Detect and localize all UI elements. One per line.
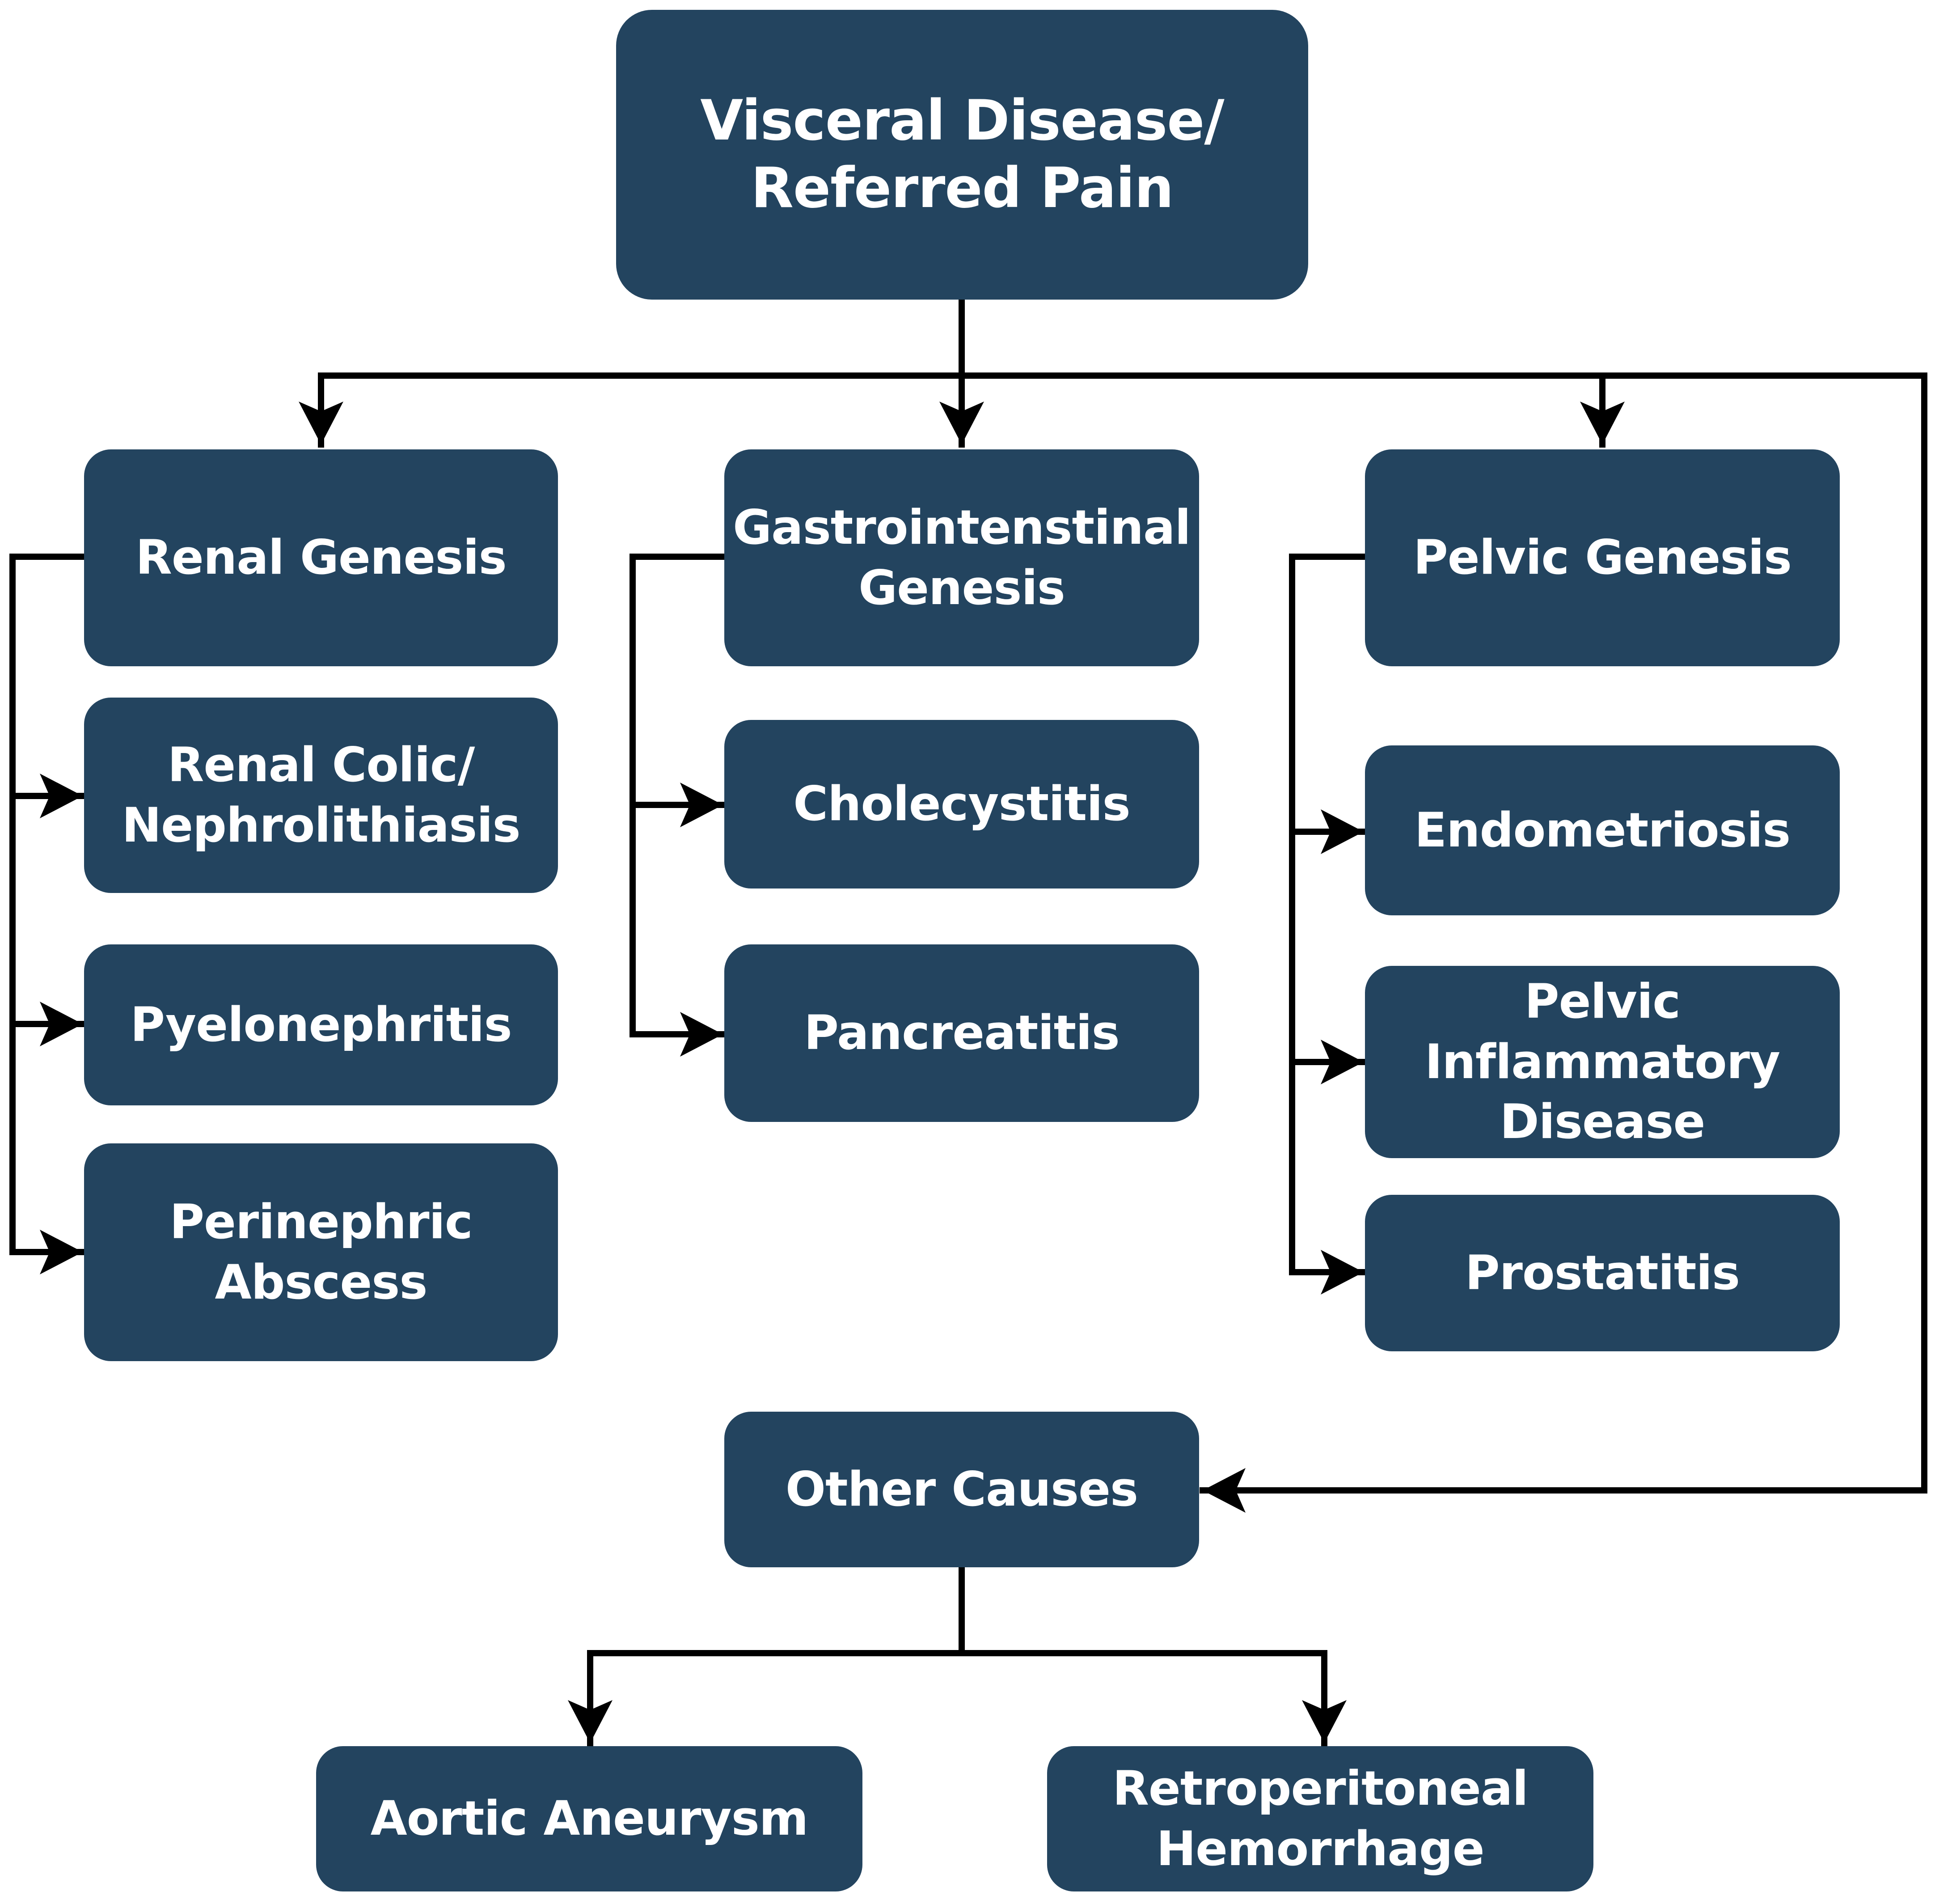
retroperitoneal-hemorrhage-node: Retroperitoneal Hemorrhage [1047,1746,1593,1891]
prostatitis-node: Prostatitis [1365,1195,1840,1351]
pancreatitis-node: Pancreatitis [724,944,1199,1122]
pelvic-genesis-label: Pelvic Genesis [1413,530,1792,585]
other-causes-node: Other Causes [724,1412,1199,1567]
gastrointestinal-genesis-label: Gastrointenstinal Genesis [733,499,1191,615]
connector-to-other [1200,372,1927,1513]
perinephric-abscess-label: Perinephric Abscess [169,1194,473,1310]
connector-pelvic-spine [1289,554,1368,1275]
pyelonephritis-node: Pyelonephritis [84,944,558,1105]
prostatitis-label: Prostatitis [1465,1245,1740,1300]
renal-genesis-node: Renal Genesis [84,449,558,666]
connector-gastro-spine [630,554,727,1037]
endometriosis-node: Endometriosis [1365,745,1840,915]
pelvic-inflammatory-disease-label: Pelvic Inflammatory Disease [1424,974,1780,1150]
pelvic-inflammatory-disease-node: Pelvic Inflammatory Disease [1365,966,1840,1158]
root-node-label: Visceral Disease/ Referred Pain [700,88,1224,220]
aortic-aneurysm-node: Aortic Aneurysm [316,1746,862,1891]
other-causes-label: Other Causes [785,1461,1138,1517]
perinephric-abscess-node: Perinephric Abscess [84,1143,558,1361]
renal-colic-label: Renal Colic/ Nephrolithiasis [122,737,520,853]
connector-renal-spine [9,554,87,1255]
retroperitoneal-hemorrhage-label: Retroperitoneal Hemorrhage [1112,1760,1528,1876]
cholecystitis-node: Cholecystitis [724,720,1199,889]
renal-genesis-label: Renal Genesis [135,530,507,585]
root-node-visceral-disease: Visceral Disease/ Referred Pain [616,10,1308,300]
endometriosis-label: Endometriosis [1414,802,1791,858]
aortic-aneurysm-label: Aortic Aneurysm [370,1791,809,1846]
cholecystitis-label: Cholecystitis [793,776,1130,832]
gastrointestinal-genesis-node: Gastrointenstinal Genesis [724,449,1199,666]
renal-colic-node: Renal Colic/ Nephrolithiasis [84,698,558,893]
pancreatitis-label: Pancreatitis [804,1005,1120,1061]
pyelonephritis-label: Pyelonephritis [130,997,512,1052]
pelvic-genesis-node: Pelvic Genesis [1365,449,1840,666]
